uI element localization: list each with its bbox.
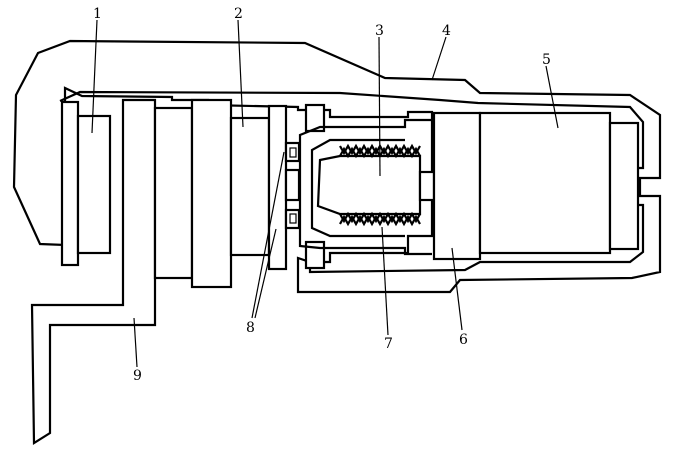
bolt-top bbox=[304, 103, 326, 133]
label-6: 6 bbox=[459, 332, 468, 348]
label-3: 3 bbox=[375, 23, 384, 39]
leader-line-8b bbox=[254, 228, 277, 319]
leader-line-2 bbox=[237, 19, 244, 128]
part-5-motor bbox=[478, 111, 612, 255]
label-4: 4 bbox=[442, 23, 451, 39]
part-1-block bbox=[76, 114, 112, 255]
part-3-screw-body bbox=[316, 154, 422, 216]
screw-holder bbox=[298, 118, 432, 256]
leader-line-8a bbox=[251, 151, 285, 319]
shaft-segment-1 bbox=[153, 106, 194, 280]
part-2-block bbox=[229, 116, 271, 257]
part-6-coupling bbox=[432, 111, 482, 261]
leader-line-4 bbox=[431, 36, 447, 81]
shaft-segment-2 bbox=[190, 98, 233, 289]
label-2: 2 bbox=[234, 6, 243, 22]
label-1: 1 bbox=[93, 6, 102, 22]
part-8-element-bottom-inner bbox=[289, 213, 297, 224]
inner-housing-wall bbox=[59, 90, 645, 274]
screw-shaft-end bbox=[418, 170, 436, 202]
leader-line-7 bbox=[381, 226, 389, 336]
leader-line-3 bbox=[378, 36, 381, 177]
part-8-element-top bbox=[284, 141, 301, 163]
label-5: 5 bbox=[542, 52, 551, 68]
part-8-element-top-inner bbox=[289, 147, 297, 158]
part-1-plate bbox=[60, 100, 80, 267]
leader-line-1 bbox=[91, 19, 98, 134]
part-5-motor-end bbox=[608, 121, 640, 251]
screw-holder-inner bbox=[310, 138, 405, 238]
part-7-nut-teeth-bottom bbox=[339, 214, 421, 227]
part-8-element-mid bbox=[284, 168, 301, 202]
leader-line-6 bbox=[451, 247, 463, 331]
leader-line-9 bbox=[133, 317, 138, 368]
label-8: 8 bbox=[246, 320, 255, 336]
leader-line-5 bbox=[545, 65, 559, 129]
label-9: 9 bbox=[133, 368, 142, 384]
part-8-element-bottom bbox=[284, 208, 301, 230]
label-7: 7 bbox=[384, 336, 393, 352]
